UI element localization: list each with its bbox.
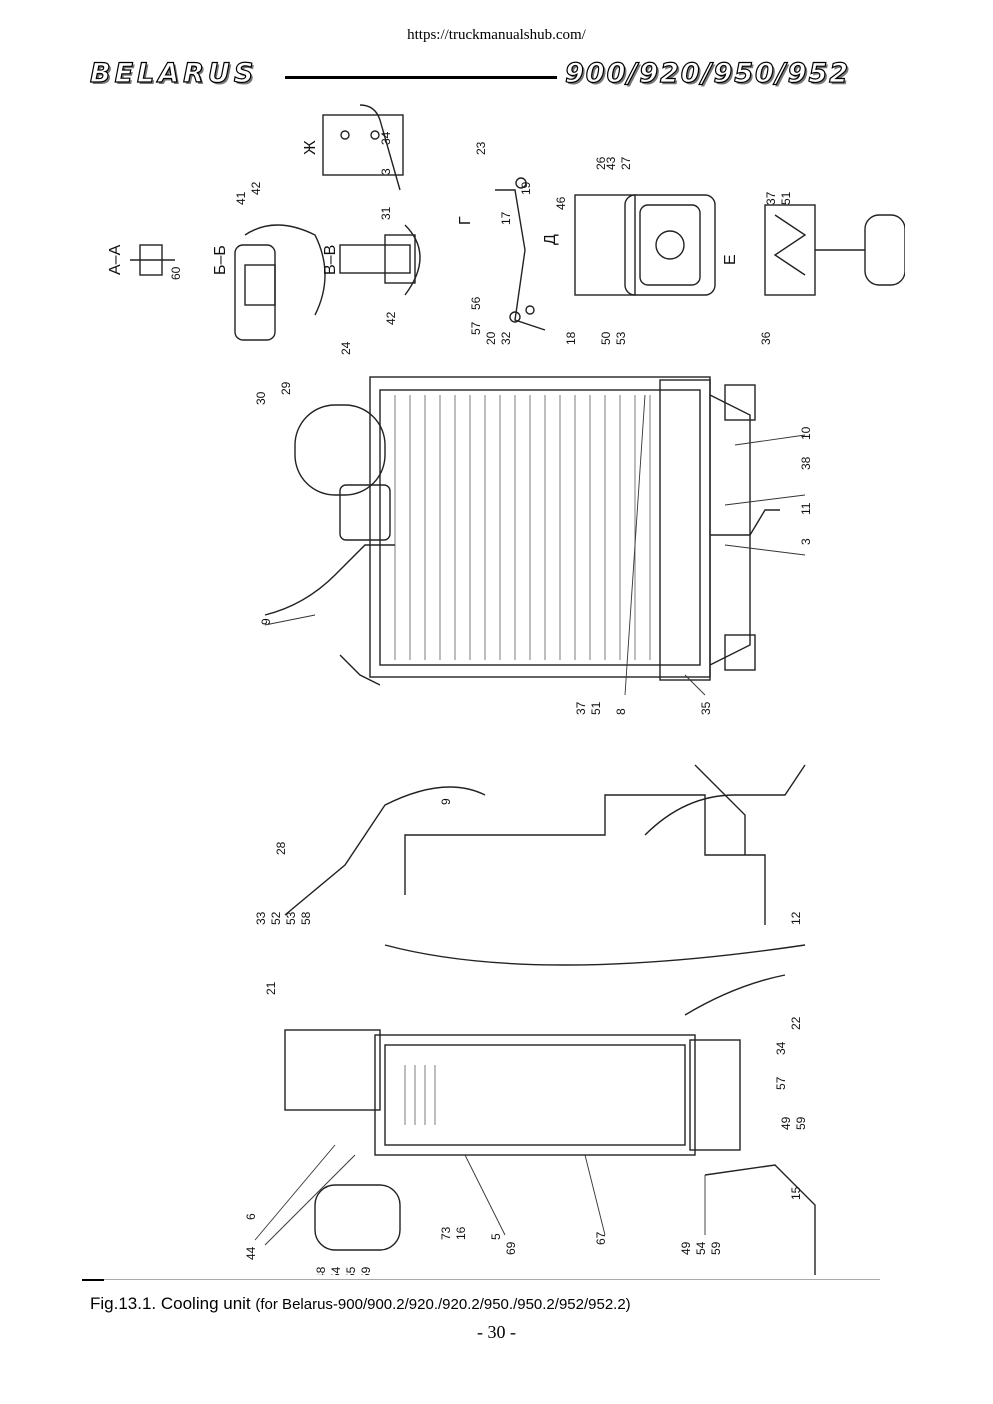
svg-text:5: 5 <box>489 1233 503 1240</box>
svg-text:49: 49 <box>779 1116 793 1130</box>
section-view-zh <box>322 104 404 191</box>
svg-text:59: 59 <box>709 1241 723 1255</box>
caption-title: Fig.13.1. Cooling unit <box>90 1294 251 1313</box>
svg-text:Ж: Ж <box>302 140 319 155</box>
cooling-unit-drawing: А–А Б–Б В–В Г Д Е Ж 60 41 42 42 31 34 3 … <box>107 104 905 1275</box>
svg-text:54: 54 <box>329 1266 343 1275</box>
svg-text:9: 9 <box>439 798 453 805</box>
svg-text:3: 3 <box>799 538 813 545</box>
svg-text:58: 58 <box>299 911 313 925</box>
source-url: https://truckmanualshub.com/ <box>407 27 586 43</box>
svg-text:18: 18 <box>564 331 578 345</box>
svg-text:19: 19 <box>519 181 533 195</box>
svg-text:46: 46 <box>554 196 568 210</box>
svg-text:20: 20 <box>484 331 498 345</box>
svg-text:Г: Г <box>457 216 474 225</box>
page-number: - 30 - <box>477 1322 516 1342</box>
svg-text:59: 59 <box>794 1116 808 1130</box>
section-view-b-b <box>234 224 326 341</box>
svg-text:59: 59 <box>359 1266 373 1275</box>
footer-rule-mark <box>82 1279 104 1281</box>
svg-text:16: 16 <box>454 1226 468 1240</box>
svg-text:42: 42 <box>384 311 398 325</box>
svg-text:57: 57 <box>469 321 483 335</box>
svg-text:15: 15 <box>789 1186 803 1200</box>
svg-text:33: 33 <box>254 911 268 925</box>
svg-text:9: 9 <box>259 618 273 625</box>
svg-text:42: 42 <box>249 181 263 195</box>
svg-text:41: 41 <box>234 191 248 205</box>
svg-text:17: 17 <box>499 211 513 225</box>
section-letters: А–А Б–Б В–В Г Д Е Ж <box>107 140 739 275</box>
svg-text:57: 57 <box>774 1076 788 1090</box>
svg-text:53: 53 <box>284 911 298 925</box>
svg-text:35: 35 <box>699 701 713 715</box>
svg-text:27: 27 <box>619 156 633 170</box>
brand-logo: BELARUS <box>89 57 258 89</box>
svg-text:22: 22 <box>789 1016 803 1030</box>
section-view-v-v <box>339 224 421 296</box>
svg-text:49: 49 <box>679 1241 693 1255</box>
svg-text:43: 43 <box>604 156 618 170</box>
svg-text:60: 60 <box>169 266 183 280</box>
svg-text:37: 37 <box>764 191 778 205</box>
svg-text:11: 11 <box>799 502 813 515</box>
svg-text:69: 69 <box>504 1241 518 1255</box>
svg-text:67: 67 <box>594 1231 608 1245</box>
svg-text:51: 51 <box>779 191 793 205</box>
part-number-labels: 60 41 42 42 31 34 3 23 17 19 56 57 20 32… <box>169 131 813 1275</box>
svg-text:10: 10 <box>799 426 813 440</box>
svg-text:28: 28 <box>274 841 288 855</box>
svg-text:32: 32 <box>499 331 513 345</box>
radiator-front-view <box>264 376 780 686</box>
svg-text:44: 44 <box>244 1246 258 1260</box>
svg-text:29: 29 <box>279 381 293 395</box>
svg-text:Д: Д <box>542 234 559 245</box>
cap-e-view <box>764 204 905 296</box>
svg-text:8: 8 <box>614 708 628 715</box>
model-numbers: 900/920/950/952 <box>564 57 851 89</box>
header-rule <box>285 76 557 79</box>
svg-text:36: 36 <box>759 331 773 345</box>
leader-lines <box>254 394 806 1246</box>
svg-text:48: 48 <box>314 1266 328 1275</box>
svg-text:54: 54 <box>694 1241 708 1255</box>
section-view-a-a <box>130 244 175 276</box>
svg-text:Б–Б: Б–Б <box>212 245 229 275</box>
svg-text:В–В: В–В <box>322 245 339 275</box>
svg-text:55: 55 <box>344 1266 358 1275</box>
svg-text:34: 34 <box>774 1041 788 1055</box>
caption-detail: (for Belarus-900/900.2/920./920.2/950./9… <box>255 1296 631 1313</box>
svg-text:А–А: А–А <box>107 244 124 275</box>
svg-text:6: 6 <box>244 1213 258 1220</box>
svg-text:26: 26 <box>594 156 608 170</box>
engine-side-view <box>284 764 816 1275</box>
svg-text:53: 53 <box>614 331 628 345</box>
svg-text:12: 12 <box>789 911 803 925</box>
svg-text:Е: Е <box>722 254 739 265</box>
panel-d-view <box>574 194 716 296</box>
svg-text:51: 51 <box>589 701 603 715</box>
svg-text:37: 37 <box>574 701 588 715</box>
svg-text:52: 52 <box>269 911 283 925</box>
radiator-fins <box>394 395 651 1125</box>
svg-text:31: 31 <box>379 206 393 220</box>
svg-text:21: 21 <box>264 981 278 995</box>
svg-text:73: 73 <box>439 1226 453 1240</box>
svg-text:23: 23 <box>474 141 488 155</box>
svg-text:30: 30 <box>254 391 268 405</box>
bracket-g-view <box>495 177 546 331</box>
footer-rule <box>82 1279 880 1280</box>
svg-text:34: 34 <box>379 131 393 145</box>
svg-text:50: 50 <box>599 331 613 345</box>
svg-text:56: 56 <box>469 296 483 310</box>
figure-caption: Fig.13.1. Cooling unit (for Belarus-900/… <box>90 1294 631 1314</box>
svg-text:24: 24 <box>339 341 353 355</box>
svg-text:3: 3 <box>379 168 393 175</box>
svg-text:38: 38 <box>799 456 813 470</box>
